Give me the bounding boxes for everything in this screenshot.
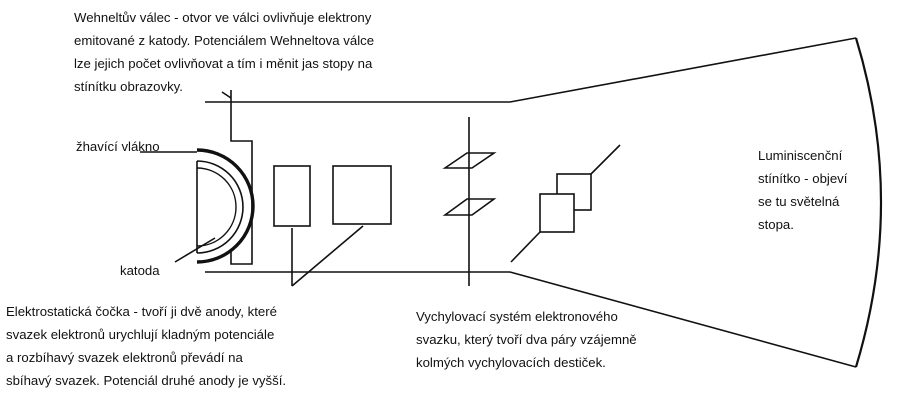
luminescent-screen-label: Luminiscenční stínítko - objeví se tu sv… <box>758 148 848 232</box>
cathode-pointer <box>174 237 216 263</box>
tube-outline <box>205 37 883 368</box>
cathode <box>196 160 244 254</box>
anode-pointers <box>291 225 364 287</box>
deflection-plates <box>442 117 497 286</box>
wehnelt-cylinder <box>221 90 253 265</box>
anode-1 <box>273 165 311 227</box>
deflection-system-label: Vychylovací systém elektronového svazku,… <box>416 309 637 370</box>
deflection-plates-horizontal <box>510 144 621 263</box>
filament <box>140 148 255 264</box>
filament-label: žhavící vlákno <box>76 139 160 154</box>
wehnelt-cylinder-label: Wehneltův válec - otvor ve válci ovlivňu… <box>74 10 375 94</box>
electrostatic-lens-label: Elektrostatická čočka - tvoří ji dvě ano… <box>6 304 287 388</box>
anode-2 <box>332 165 392 225</box>
cathode-label: katoda <box>120 263 160 278</box>
